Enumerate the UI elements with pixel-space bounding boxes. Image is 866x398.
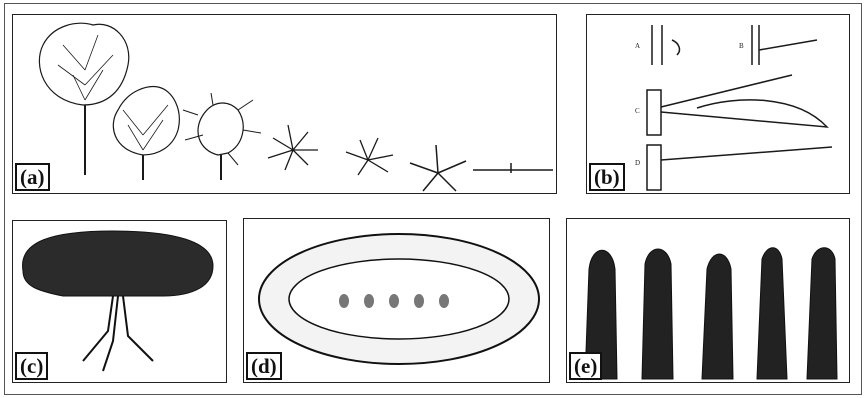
panel-label-a: (a): [15, 163, 50, 191]
sublabel-D: D: [635, 159, 640, 167]
panel-b: A B C D (b): [586, 14, 850, 194]
panel-a: (a): [12, 14, 557, 194]
panel-label-d: (d): [246, 352, 282, 380]
panel-label-c: (c): [15, 352, 48, 380]
sublabel-A: A: [635, 42, 640, 50]
panel-label-b: (b): [589, 163, 625, 191]
panel-label-e: (e): [569, 352, 602, 380]
panel-d: (d): [243, 218, 550, 383]
panel-e: (e): [566, 218, 850, 383]
sublabel-C: C: [635, 107, 640, 115]
sublabel-B: B: [739, 42, 744, 50]
panel-c: (c): [12, 220, 227, 383]
spiny-stems-illustration: [567, 219, 850, 383]
cross-section-illustration: [244, 219, 550, 383]
leaf-to-spine-series-illustration: [13, 15, 557, 194]
stipular-spine-illustration: A B C D: [587, 15, 850, 194]
